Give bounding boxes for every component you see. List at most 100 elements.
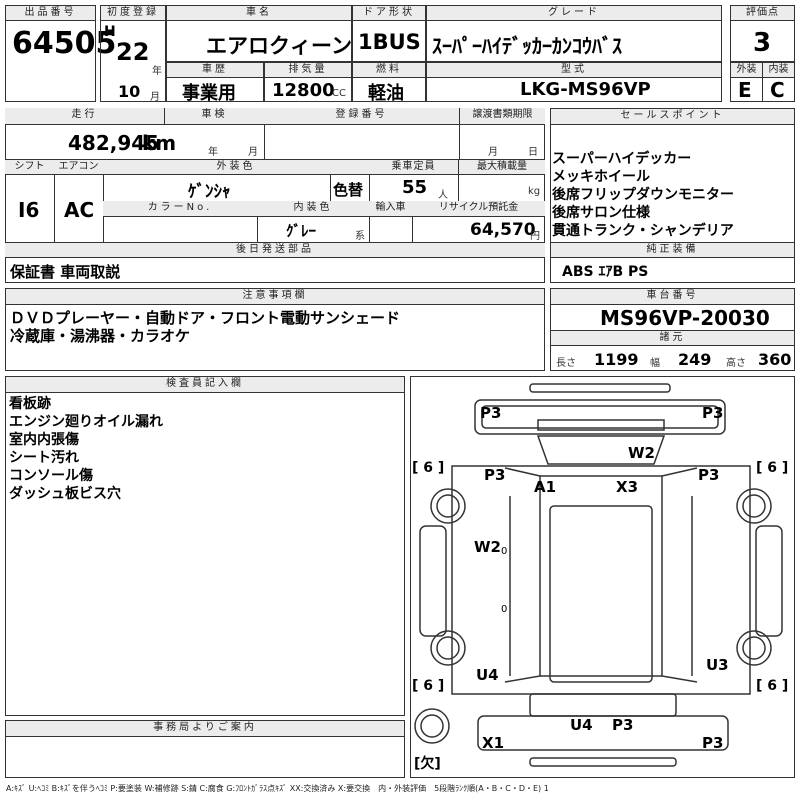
recycle-unit: 円	[530, 231, 540, 242]
insp-year-unit: 年	[208, 147, 218, 158]
reg-year: 22	[116, 38, 150, 66]
width: 249	[678, 350, 712, 369]
later-parts-label: 後日発送部品	[5, 242, 545, 258]
damage-mark: U4	[476, 666, 499, 684]
mileage-label: 走行	[5, 108, 165, 125]
score: 3	[753, 28, 772, 58]
inspector-line: 看板跡	[9, 396, 51, 412]
lot-box	[5, 20, 96, 102]
lot-number: 64505	[12, 26, 117, 61]
grade-box	[426, 20, 722, 62]
displacement: 12800	[272, 80, 335, 101]
tire-tread: [ 6 ]	[756, 460, 788, 476]
inspector-line: ダッシュ板ビス穴	[9, 486, 121, 502]
era: H	[104, 24, 116, 40]
fuel-box	[352, 77, 426, 102]
sales-point: 後席サロン仕様	[552, 205, 650, 221]
note-line: 冷蔵庫・湯沸器・カラオケ	[10, 327, 191, 345]
length-label: 長さ	[556, 358, 576, 369]
capacity-label: 乗車定員	[369, 159, 459, 175]
year-unit: 年	[152, 66, 162, 77]
regno-box	[264, 124, 460, 159]
history-box	[166, 77, 264, 102]
recycle: 64,570	[470, 220, 536, 240]
sales-points: スーパーハイデッカー メッキホイール 後席フリップダウンモニター 後席サロン仕様…	[552, 150, 734, 240]
notes-label: 注意事項欄	[5, 288, 545, 305]
inspection-label: 車検	[165, 108, 265, 125]
door-type: 1BUS	[358, 30, 421, 54]
ac: AC	[64, 198, 95, 222]
width-label: 幅	[650, 358, 660, 369]
int-box	[762, 77, 795, 102]
int-label: 内装	[762, 62, 795, 78]
note-line: ＤＶＤプレーヤー・自動ドア・フロント電動サンシェード	[10, 309, 401, 327]
shift: I6	[18, 198, 40, 222]
mileage-unit: km	[142, 131, 177, 155]
legend: A:ｷｽﾞ U:ﾍｺﾐ B:ｷｽﾞを伴うﾍｺﾐ P:要塗装 W:補修跡 S:錆 …	[6, 784, 549, 793]
transfer-day-unit: 日	[528, 147, 538, 158]
colorno-box	[103, 216, 258, 242]
score-label: 評価点	[730, 5, 795, 21]
door-box	[352, 20, 426, 62]
tire-tread: [ 6 ]	[412, 460, 444, 476]
damage-mark: A1	[534, 478, 556, 496]
name-box	[166, 20, 352, 62]
history-label: 車歴	[166, 62, 264, 78]
capacity: 55	[402, 177, 428, 198]
displacement-label: 排気量	[264, 62, 352, 78]
grade-label: グレード	[426, 5, 722, 21]
small-mark: 0	[501, 546, 507, 557]
equip: ABS ｴｱB PS	[562, 264, 649, 280]
cc-unit: CC	[332, 88, 346, 99]
name-label: 車名	[166, 5, 352, 21]
inspector-line: コンソール傷	[9, 468, 93, 484]
transfer-month-unit: 月	[488, 147, 498, 158]
dims-label: 諸元	[550, 330, 795, 346]
mileage: 482,945	[68, 131, 160, 155]
reg-month: 10	[118, 82, 141, 101]
ext-grade: E	[738, 78, 752, 102]
inspector-line: シート汚れ	[9, 450, 79, 466]
inspector-line: エンジン廻りオイル漏れ	[9, 414, 163, 430]
damage-mark: X3	[616, 478, 638, 496]
spare-tire-mark: [欠]	[414, 755, 441, 772]
int-color-unit: 系	[355, 231, 365, 242]
transfer-label: 譲渡書類期限	[460, 108, 545, 125]
int-color-label: 内装色	[257, 201, 370, 217]
month-unit: 月	[150, 92, 160, 103]
damage-mark: P3	[698, 466, 719, 484]
equip-label: 純正装備	[550, 242, 795, 258]
model-box	[426, 77, 722, 102]
colorno-label: カラーNo.	[103, 201, 258, 217]
damage-mark: P3	[702, 404, 723, 422]
displacement-box	[264, 77, 352, 102]
height: 360	[758, 350, 792, 369]
car-name: エアロクィーン	[206, 34, 352, 58]
insp-month-unit: 月	[248, 147, 258, 158]
int-color-box	[257, 216, 370, 242]
grade: ｽｰﾊﾟｰﾊｲﾃﾞｯｶｰｶﾝｺｳﾊﾞｽ	[432, 34, 622, 58]
sales-point: メッキホイール	[552, 169, 650, 185]
damage-mark: W2	[628, 444, 655, 462]
first-reg-label: 初度登録	[100, 5, 166, 21]
notes-lines: ＤＶＤプレーヤー・自動ドア・フロント電動サンシェード 冷蔵庫・湯沸器・カラオケ	[10, 309, 400, 345]
damage-mark: P3	[480, 404, 501, 422]
diagram-box	[410, 376, 795, 778]
ac-label: エアコン	[54, 159, 104, 175]
inspector-line: 室内内張傷	[9, 432, 79, 448]
fuel: 軽油	[368, 83, 404, 104]
damage-mark: P3	[612, 716, 633, 734]
length: 1199	[594, 350, 639, 369]
office-label: 事務局よりご案内	[5, 720, 405, 737]
load-label: 最大積載量	[459, 159, 545, 175]
load-unit: kg	[528, 186, 541, 197]
color-change-box	[330, 174, 370, 202]
first-reg-box	[100, 20, 166, 102]
chassis-label: 車台番号	[550, 288, 795, 305]
model: LKG-MS96VP	[520, 79, 651, 100]
regno-label: 登録番号	[264, 108, 460, 125]
lot-label: 出品番号	[5, 5, 96, 21]
import-label: 輸入車	[369, 201, 413, 217]
bus-diagram: P3 P3 W2 P3 A1 X3 P3 W2 U4 U3 U4 P3 X1 P…	[412, 383, 788, 772]
score-box	[730, 20, 795, 62]
